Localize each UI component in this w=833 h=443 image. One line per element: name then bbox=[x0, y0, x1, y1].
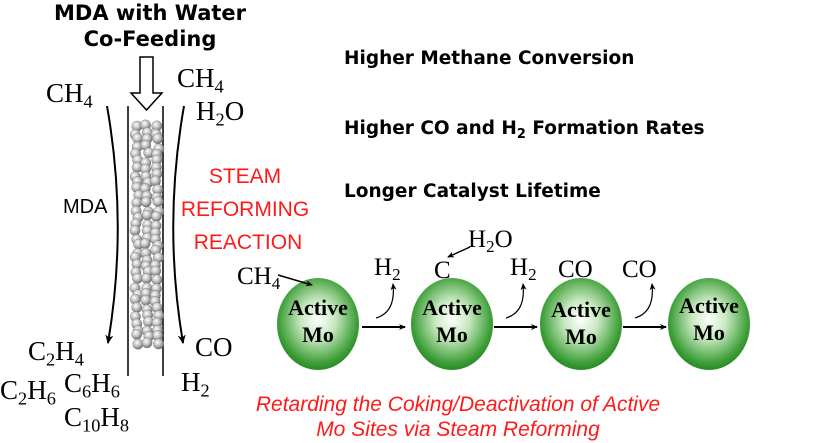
benefit-1: Higher Methane Conversion bbox=[344, 48, 635, 69]
caption-line-2: Mo Sites via Steam Reforming bbox=[316, 418, 600, 441]
title-line-2: Co-Feeding bbox=[83, 27, 217, 51]
mda-label: MDA bbox=[63, 196, 108, 218]
catalyst-particle bbox=[129, 224, 141, 236]
reaction-label: REACTION bbox=[193, 231, 303, 254]
sphere-label-mo: Mo bbox=[302, 322, 334, 347]
adsorbed-co: CO bbox=[558, 256, 593, 283]
title-line-1: MDA with Water bbox=[53, 1, 246, 25]
steam-label: STEAM bbox=[208, 165, 282, 188]
outlet-h2: H2 bbox=[181, 367, 210, 401]
caption-line-1: Retarding the Coking/Deactivation of Act… bbox=[255, 393, 661, 416]
outlet-ethylene: C2H4 bbox=[28, 336, 84, 370]
adsorbed-carbon: C bbox=[434, 257, 451, 284]
sphere-label-mo: Mo bbox=[565, 324, 597, 349]
release-arrow-3 bbox=[634, 283, 656, 319]
mda-flow-arrow bbox=[105, 105, 119, 344]
feed-methane: CH4 bbox=[237, 263, 281, 294]
catalyst-particle bbox=[141, 209, 153, 221]
release-arrow-1 bbox=[375, 283, 397, 319]
reforming-label: REFORMING bbox=[180, 198, 310, 221]
inlet-water: H2O bbox=[196, 96, 245, 130]
catalyst-particle bbox=[131, 302, 143, 313]
active-mo-sphere-2 bbox=[411, 278, 493, 370]
catalyst-particle bbox=[141, 337, 153, 349]
catalyst-particle bbox=[153, 338, 164, 350]
outlet-naphthalene: C10H8 bbox=[64, 402, 130, 436]
benefit-3: Longer Catalyst Lifetime bbox=[344, 181, 601, 202]
outlet-co: CO bbox=[195, 332, 233, 362]
feed-arrow-icon bbox=[129, 56, 164, 112]
water-attack-arrow bbox=[447, 246, 471, 258]
inlet-methane-left: CH4 bbox=[46, 78, 93, 112]
catalyst-particle bbox=[140, 294, 152, 306]
sphere-label-active: Active bbox=[679, 293, 739, 318]
active-mo-sphere-1 bbox=[277, 278, 359, 370]
reactant-water: H2O bbox=[468, 226, 513, 257]
catalyst-bed bbox=[129, 119, 165, 350]
sphere-label-active: Active bbox=[422, 295, 482, 320]
inlet-methane-right: CH4 bbox=[177, 63, 224, 97]
steam-reforming-flow-arrow bbox=[172, 105, 186, 344]
sphere-label-active: Active bbox=[288, 295, 348, 320]
outlet-benzene: C6H6 bbox=[64, 368, 120, 402]
catalyst-particle bbox=[152, 133, 164, 145]
active-mo-sphere-3 bbox=[540, 278, 622, 370]
catalyst-particle bbox=[131, 328, 143, 340]
sphere-label-mo: Mo bbox=[693, 320, 725, 345]
catalyst-particle bbox=[139, 238, 151, 250]
release-h2-2: H2 bbox=[510, 254, 537, 285]
outlet-ethane: C2H6 bbox=[0, 375, 56, 409]
catalyst-particle bbox=[140, 196, 152, 208]
release-arrow-2 bbox=[505, 283, 527, 319]
catalyst-particle bbox=[132, 338, 144, 350]
catalyst-particle bbox=[141, 272, 153, 284]
sphere-label-active: Active bbox=[551, 297, 611, 322]
catalyst-particle bbox=[132, 272, 143, 284]
active-mo-sphere-4 bbox=[668, 278, 750, 370]
release-co: CO bbox=[622, 256, 657, 283]
benefit-2: Higher CO and H2 Formation Rates bbox=[344, 118, 705, 142]
release-h2-1: H2 bbox=[374, 254, 401, 285]
sphere-label-mo: Mo bbox=[436, 322, 468, 347]
methane-adsorption-arrow bbox=[277, 274, 313, 287]
